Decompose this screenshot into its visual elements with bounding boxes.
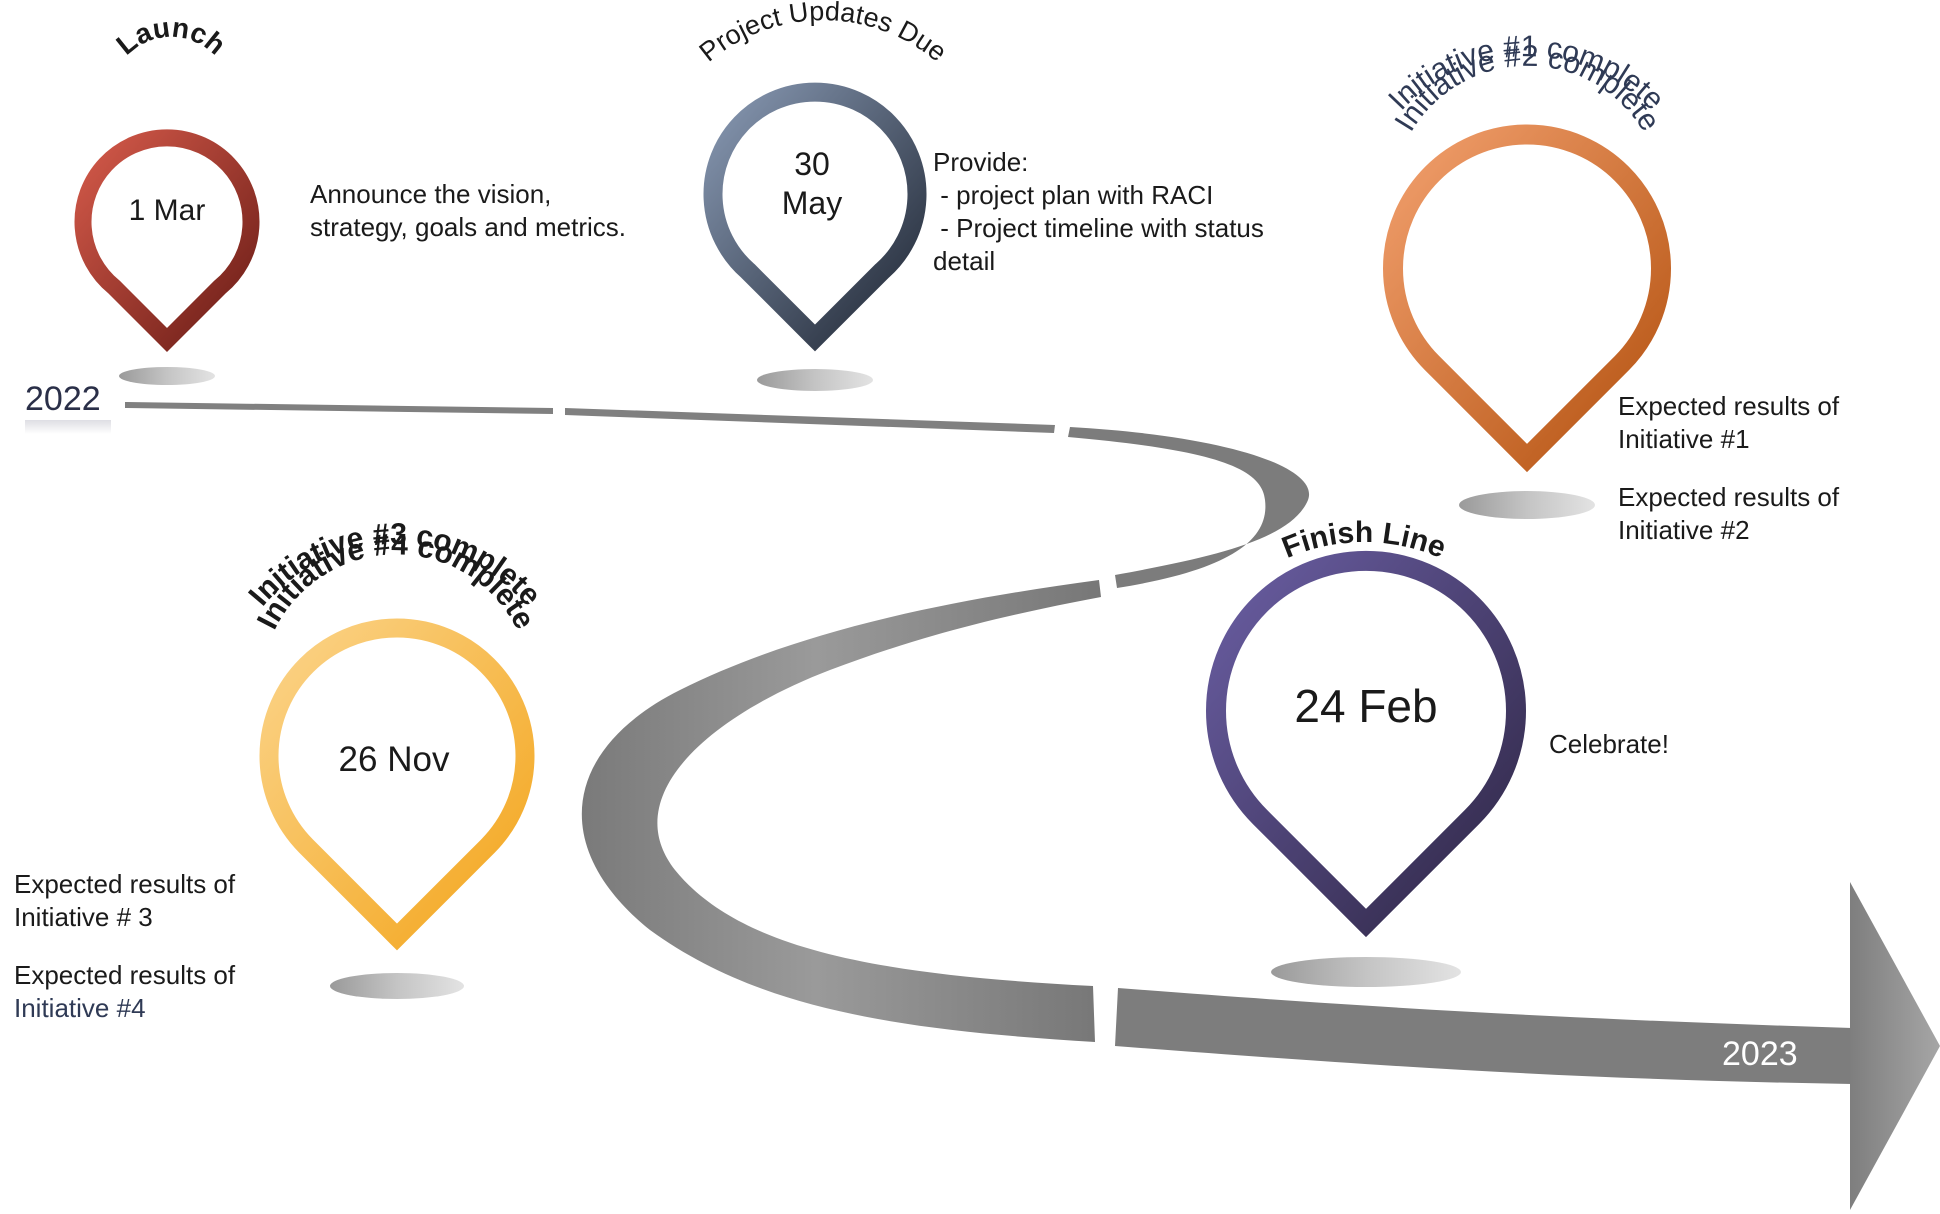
launch-description: Announce the vision, strategy, goals and… [310, 178, 626, 244]
milestone-date: 1 Mar [129, 194, 206, 227]
initiatives-3-4-description: Expected results of Initiative # 3 Expec… [14, 868, 235, 1025]
road-top-segment-2 [565, 408, 1055, 433]
start-year-label: 2022 [25, 380, 101, 418]
pin-shadow [119, 367, 215, 385]
road-curve-upper [1068, 427, 1310, 588]
milestone-launch: Launch 1 Mar [74, 12, 260, 385]
start-year-reflection [25, 420, 111, 434]
milestone-initiatives-3-4: Initiative #3 complete Initiative #4 com… [243, 518, 547, 999]
description-line: - project plan with RACI [933, 180, 1214, 210]
milestone-project-updates: Project Updates Due 30 May [694, 0, 953, 391]
milestone-date: 26 Nov [339, 740, 450, 779]
location-pin-icon [1383, 124, 1671, 473]
timeline-arrowhead [1850, 882, 1940, 1210]
project-updates-description: Provide: - project plan with RACI - Proj… [933, 146, 1264, 278]
description-line: strategy, goals and metrics. [310, 212, 626, 242]
initiatives-1-2-description: Expected results of Initiative #1 Expect… [1618, 390, 1839, 547]
description-line: Expected results of [14, 960, 236, 990]
location-pin-icon [703, 82, 927, 352]
milestone-title-line-2: Initiative #2 complete [1389, 40, 1667, 137]
description-line: Initiative #4 [14, 993, 146, 1023]
milestone-date-day: 30 [794, 146, 830, 182]
description-line: Provide: [933, 147, 1029, 177]
description-line: Initiative #1 [1618, 424, 1750, 454]
pin-shadow [757, 369, 873, 391]
pin-shadow [330, 973, 464, 999]
description-line: Announce the vision, [310, 179, 552, 209]
road-top-segment-1 [125, 402, 553, 414]
road-bottom-segment [1115, 988, 1852, 1084]
description-line: detail [933, 246, 996, 276]
description-line: Initiative #2 [1618, 515, 1750, 545]
location-pin-icon [74, 129, 260, 353]
location-pin-icon [259, 618, 535, 951]
milestone-date-month: May [782, 185, 842, 221]
finish-line-description: Celebrate! [1549, 728, 1669, 761]
timeline-road [125, 402, 1940, 1210]
milestone-finish-line: Finish Line 24 Feb [1206, 516, 1526, 987]
road-curve-lower [581, 580, 1101, 1042]
description-line: Expected results of [1618, 482, 1840, 512]
description-line: Expected results of [14, 869, 236, 899]
milestone-title: Launch [110, 12, 231, 61]
description-line: Celebrate! [1549, 729, 1669, 759]
description-line: Expected results of [1618, 391, 1840, 421]
pin-shadow [1271, 957, 1461, 987]
milestone-date: 24 Feb [1294, 680, 1437, 732]
description-line: - Project timeline with status [933, 213, 1264, 243]
description-line: Initiative # 3 [14, 902, 153, 932]
end-year-label: 2023 [1722, 1035, 1798, 1073]
location-pin-icon [1206, 550, 1526, 938]
pin-shadow [1459, 491, 1595, 519]
milestone-title: Project Updates Due [694, 0, 953, 67]
